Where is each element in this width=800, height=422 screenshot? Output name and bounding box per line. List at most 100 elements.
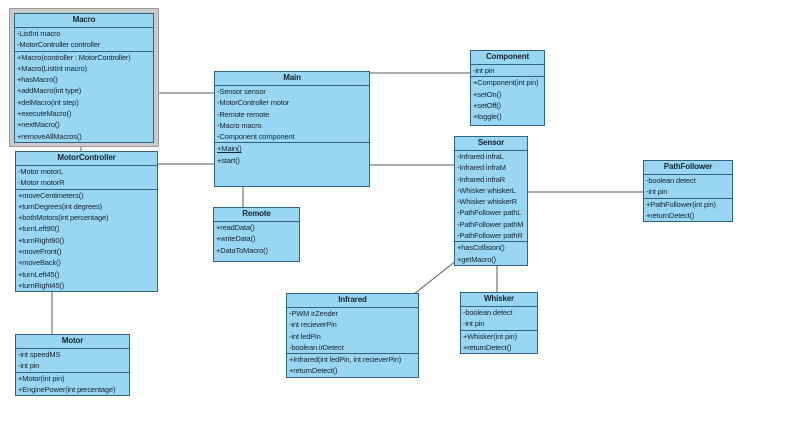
attribute-row: -int ledPin <box>289 331 321 341</box>
class-attributes-motorcontroller: -Motor motorL -Motor motorR <box>16 166 157 190</box>
attribute-row: -Whisker whiskerL <box>457 185 516 195</box>
class-attributes-motor: -int speedMS -int pin <box>16 349 129 373</box>
method-row: +delMacro(int step) <box>17 97 79 107</box>
attribute-row: -int pin <box>646 187 668 197</box>
attribute-row: -int speedMS <box>18 350 61 359</box>
class-attributes-infrared: -PWM irZender-int recieverPin-int ledPin… <box>287 308 418 355</box>
class-motorcontroller[interactable]: MotorController-Motor motorL-Motor motor… <box>15 151 158 293</box>
attribute-row: -Remote remote <box>217 109 270 119</box>
method-row: +Infrared(int ledPin, int recieverPin) <box>289 355 402 365</box>
method-row: +Motor(int pin) <box>18 373 65 383</box>
class-sensor[interactable]: Sensor-Infrared infraL -Infrared infraM-I… <box>454 136 528 266</box>
class-title-sensor: Sensor <box>455 137 527 151</box>
class-attributes-component: -int pin <box>471 65 544 78</box>
method-row: +DataToMacro() <box>216 245 268 255</box>
method-row: +setOff() <box>473 100 501 110</box>
method-row: +bothMotors(int percentage) <box>18 213 109 223</box>
class-title-remote: Remote <box>214 208 299 222</box>
attribute-row: -Infrared infraR <box>457 174 506 184</box>
method-row: +moveCentimeters() <box>18 190 84 200</box>
attribute-row: -Infrared infraM <box>457 163 506 173</box>
class-main[interactable]: Main-Sensor sensor -MotorController motor… <box>214 71 370 187</box>
method-row: +readData() <box>216 223 255 232</box>
attribute-row: -Sensor sensor <box>217 87 266 96</box>
method-row: +getMacro() <box>457 254 496 264</box>
attribute-row: -int recieverPin <box>289 320 337 330</box>
attribute-row: -int pin <box>18 361 40 371</box>
attribute-row: -Motor motorR <box>18 178 65 188</box>
method-row: +turnRight45() <box>18 280 65 290</box>
attribute-row: -boolean detect <box>463 308 513 317</box>
class-title-component: Component <box>471 51 544 65</box>
class-methods-pathfollower: +PathFollower(int pin)+returnDetect() <box>644 199 732 222</box>
class-title-motor: Motor <box>16 335 129 349</box>
class-motor[interactable]: Motor-int speedMS -int pin +Motor(int pin)… <box>15 334 130 397</box>
class-pathfollower[interactable]: PathFollower-boolean detect -int pin +Path… <box>643 160 733 223</box>
method-row: +toggle() <box>473 112 502 122</box>
attribute-row: -Macro macro <box>217 120 262 130</box>
method-row: +Macro(ListInt macro) <box>17 63 87 73</box>
class-title-macro: Macro <box>15 14 153 28</box>
method-row: +returnDetect() <box>289 366 338 376</box>
attribute-row: -int pin <box>463 319 485 329</box>
method-row: +executeMacro() <box>17 109 72 119</box>
method-row: +removeAllMacros() <box>17 131 82 141</box>
class-title-pathfollower: PathFollower <box>644 161 732 175</box>
class-title-main: Main <box>215 72 369 86</box>
class-attributes-whisker: -boolean detect -int pin <box>461 307 537 331</box>
class-macro[interactable]: Macro-ListInt macro-MotorController cont… <box>14 13 154 143</box>
class-attributes-main: -Sensor sensor -MotorController motor-Rem… <box>215 86 369 144</box>
attribute-row: -boolean irDetect <box>289 342 344 352</box>
class-remote[interactable]: Remote+readData() +writeData()+DataToMacr… <box>213 207 300 262</box>
class-attributes-pathfollower: -boolean detect -int pin <box>644 175 732 199</box>
method-row: +turnLeft90() <box>18 224 60 234</box>
attribute-row: -PathFollower pathR <box>457 231 523 241</box>
class-infrared[interactable]: Infrared-PWM irZender-int recieverPin-in… <box>286 293 419 378</box>
class-component[interactable]: Component-int pin+Component(int pin)+set… <box>470 50 545 126</box>
attribute-row: -Infrared infraL <box>457 152 504 161</box>
method-row: +Whisker(int pin) <box>463 331 517 341</box>
method-row: +addMacro(int type) <box>17 86 82 96</box>
class-attributes-macro: -ListInt macro-MotorController controlle… <box>15 28 153 52</box>
class-methods-remote: +readData() +writeData()+DataToMacro() <box>214 222 299 261</box>
class-methods-motorcontroller: +moveCentimeters()+turnDegrees(int degre… <box>16 190 157 292</box>
method-row: +writeData() <box>216 234 256 244</box>
class-attributes-sensor: -Infrared infraL -Infrared infraM-Infrare… <box>455 151 527 243</box>
method-row: +Macro(controller : MotorController) <box>17 52 131 62</box>
attribute-row: -MotorController controller <box>17 40 101 50</box>
method-row: +Main() <box>217 144 242 154</box>
class-methods-motor: +Motor(int pin)+EnginePower(int percenta… <box>16 373 129 396</box>
class-methods-macro: +Macro(controller : MotorController)+Mac… <box>15 52 153 142</box>
attribute-row: -int pin <box>473 66 495 75</box>
class-title-whisker: Whisker <box>461 293 537 307</box>
class-methods-infrared: +Infrared(int ledPin, int recieverPin)+r… <box>287 354 418 377</box>
class-methods-main: +Main()+start() <box>215 143 369 186</box>
class-methods-component: +Component(int pin)+setOn()+setOff() +tog… <box>471 77 544 125</box>
class-whisker[interactable]: Whisker-boolean detect -int pin +Whisker(i… <box>460 292 538 355</box>
attribute-row: -Component component <box>217 132 295 142</box>
association-line-sensor-infrared[interactable] <box>413 259 458 295</box>
method-row: +start() <box>217 155 240 165</box>
method-row: +returnDetect() <box>463 342 512 352</box>
attribute-row: -MotorController motor <box>217 98 290 108</box>
method-row: +turnLeft45() <box>18 269 60 279</box>
method-row: +hasMacro() <box>17 75 58 85</box>
attribute-row: -boolean detect <box>646 176 696 185</box>
method-row: +moveFront() <box>18 247 62 257</box>
class-title-infrared: Infrared <box>287 294 418 308</box>
method-row: +turnRight90() <box>18 235 65 245</box>
attribute-row: -PathFollower pathL <box>457 208 522 218</box>
method-row: +returnDetect() <box>646 210 695 220</box>
method-row: +hasCollision() <box>457 243 505 253</box>
method-row: +Component(int pin) <box>473 78 539 88</box>
attribute-row: -PathFollower pathM <box>457 219 524 229</box>
class-title-motorcontroller: MotorController <box>16 152 157 166</box>
method-row: +nextMacro() <box>17 120 60 130</box>
method-row: +turnDegrees(int degrees) <box>18 201 103 211</box>
method-row: +moveBack() <box>18 258 61 268</box>
class-methods-sensor: +hasCollision()+getMacro() <box>455 242 527 265</box>
attribute-row: -Motor motorL <box>18 167 64 176</box>
method-row: +setOn() <box>473 89 502 99</box>
